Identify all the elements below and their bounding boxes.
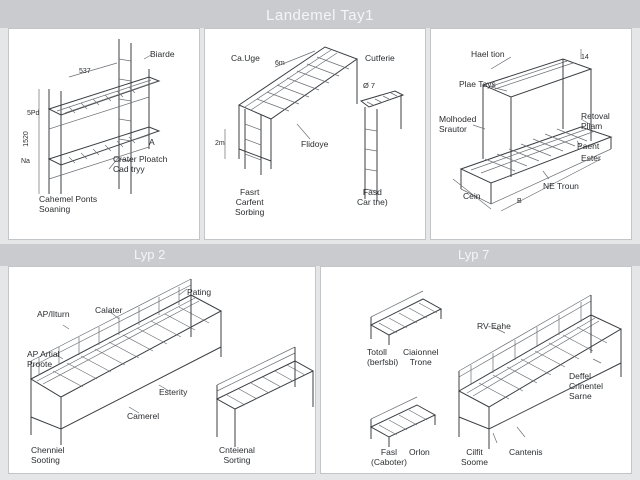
- label-esterity: Esterity: [159, 387, 188, 397]
- label-hael-tion: Hael tion: [471, 49, 505, 59]
- label-ap-ilturn: AP/Ilturn: [37, 309, 70, 319]
- panel-day-bed: Pating AP/Ilturn Calater AP Artial Proot…: [8, 266, 316, 474]
- frame-bed-drawing: [452, 49, 613, 212]
- label-dim-5pd: 5Pd: [27, 110, 40, 117]
- label-flidoye: Flidoye: [301, 139, 329, 149]
- label-a: A: [149, 137, 155, 147]
- page-title: Landemel Tay1: [266, 7, 374, 24]
- label-dim-14: 14: [581, 54, 589, 61]
- section-2-title: Lyp 2: [134, 247, 166, 262]
- day-bed-drawing: [29, 278, 315, 447]
- label-cutferie: Cutferie: [365, 53, 395, 63]
- label-rv-eahe: RV-Eahe: [477, 321, 511, 331]
- label-fasrt-carfent: Fasrt Carfent Sorbing: [235, 187, 265, 217]
- label-ap-artial-proote: AP Artial Proote: [27, 349, 60, 369]
- label-dim-2m: 2m: [215, 140, 225, 147]
- label-retoval-pliam: Retoval Pliam: [581, 111, 610, 131]
- label-calater: Calater: [95, 305, 123, 315]
- platform-beds-drawing: [369, 290, 623, 449]
- panel-frame-bed: Hael tion Plae Tays Molhoded Srautor Ret…: [430, 28, 632, 240]
- section-band: Lyp 2 Lyp 7: [0, 244, 640, 266]
- label-ciaionnel-trone: Ciaionnel Trone: [403, 347, 439, 367]
- header-band: Landemel Tay1: [0, 0, 640, 28]
- label-cein: Cein: [463, 191, 481, 201]
- label-ne-troun: NE Troun: [543, 181, 579, 191]
- label-molhoded-srautor: Molhoded Srautor: [439, 114, 477, 134]
- label-dim-na: Na: [21, 158, 30, 165]
- label-fasd-cartne: Fasd Car tne): [357, 187, 388, 207]
- label-biarde: Biarde: [150, 49, 175, 59]
- section-3-title: Lyp 7: [458, 247, 490, 262]
- label-dim-1520: 1520: [22, 131, 30, 147]
- label-plae-tays: Plae Tays: [459, 79, 496, 89]
- label-cahemel-ponts: Cahemel Ponts Soaning: [39, 194, 98, 214]
- label-cantenis: Cantenis: [509, 447, 543, 457]
- label-dim-b: B: [517, 198, 522, 205]
- label-crater-ploatch: Crater Ploatch Cad tryy: [113, 154, 168, 174]
- label-pating: Pating: [187, 287, 212, 297]
- label-orlon: Orlon: [409, 447, 430, 457]
- label-ca-uge: Ca.Uge: [231, 53, 260, 63]
- label-cnteienal-sorting: Cnteienal Sorting: [219, 445, 255, 465]
- label-deffel: Deffel Crinentel Sarne: [569, 371, 604, 401]
- label-camerel: Camerel: [127, 411, 160, 421]
- label-chenniel-sooting: Chenniel Sooting: [31, 445, 65, 465]
- label-fasl-caboter: Fasl (Caboter): [371, 447, 407, 467]
- label-totoll: Totoll (berfsbi): [367, 347, 399, 367]
- panel-bunk-ladder: Biarde Crater Ploatch Cad tryy A Cahemel…: [8, 28, 200, 240]
- label-ester: Ester: [581, 153, 601, 163]
- panel-loft-bed: Ca.Uge 6m Cutferie Ø 7 Flidoye Fasrt Car…: [204, 28, 426, 240]
- loft-bed-drawing: [224, 46, 405, 201]
- label-dim-6m: 6m: [275, 60, 285, 67]
- panel-platform-beds: Totoll (berfsbi) Ciaionnel Trone RV-Eahe…: [320, 266, 632, 474]
- bunk-ladder-drawing: [38, 39, 161, 194]
- label-paent: Paent: [577, 141, 600, 151]
- label-dia-7: Ø 7: [363, 81, 376, 90]
- label-cilfit-soome: Cilfit Soome: [461, 447, 488, 467]
- label-dim-537: 537: [79, 68, 91, 75]
